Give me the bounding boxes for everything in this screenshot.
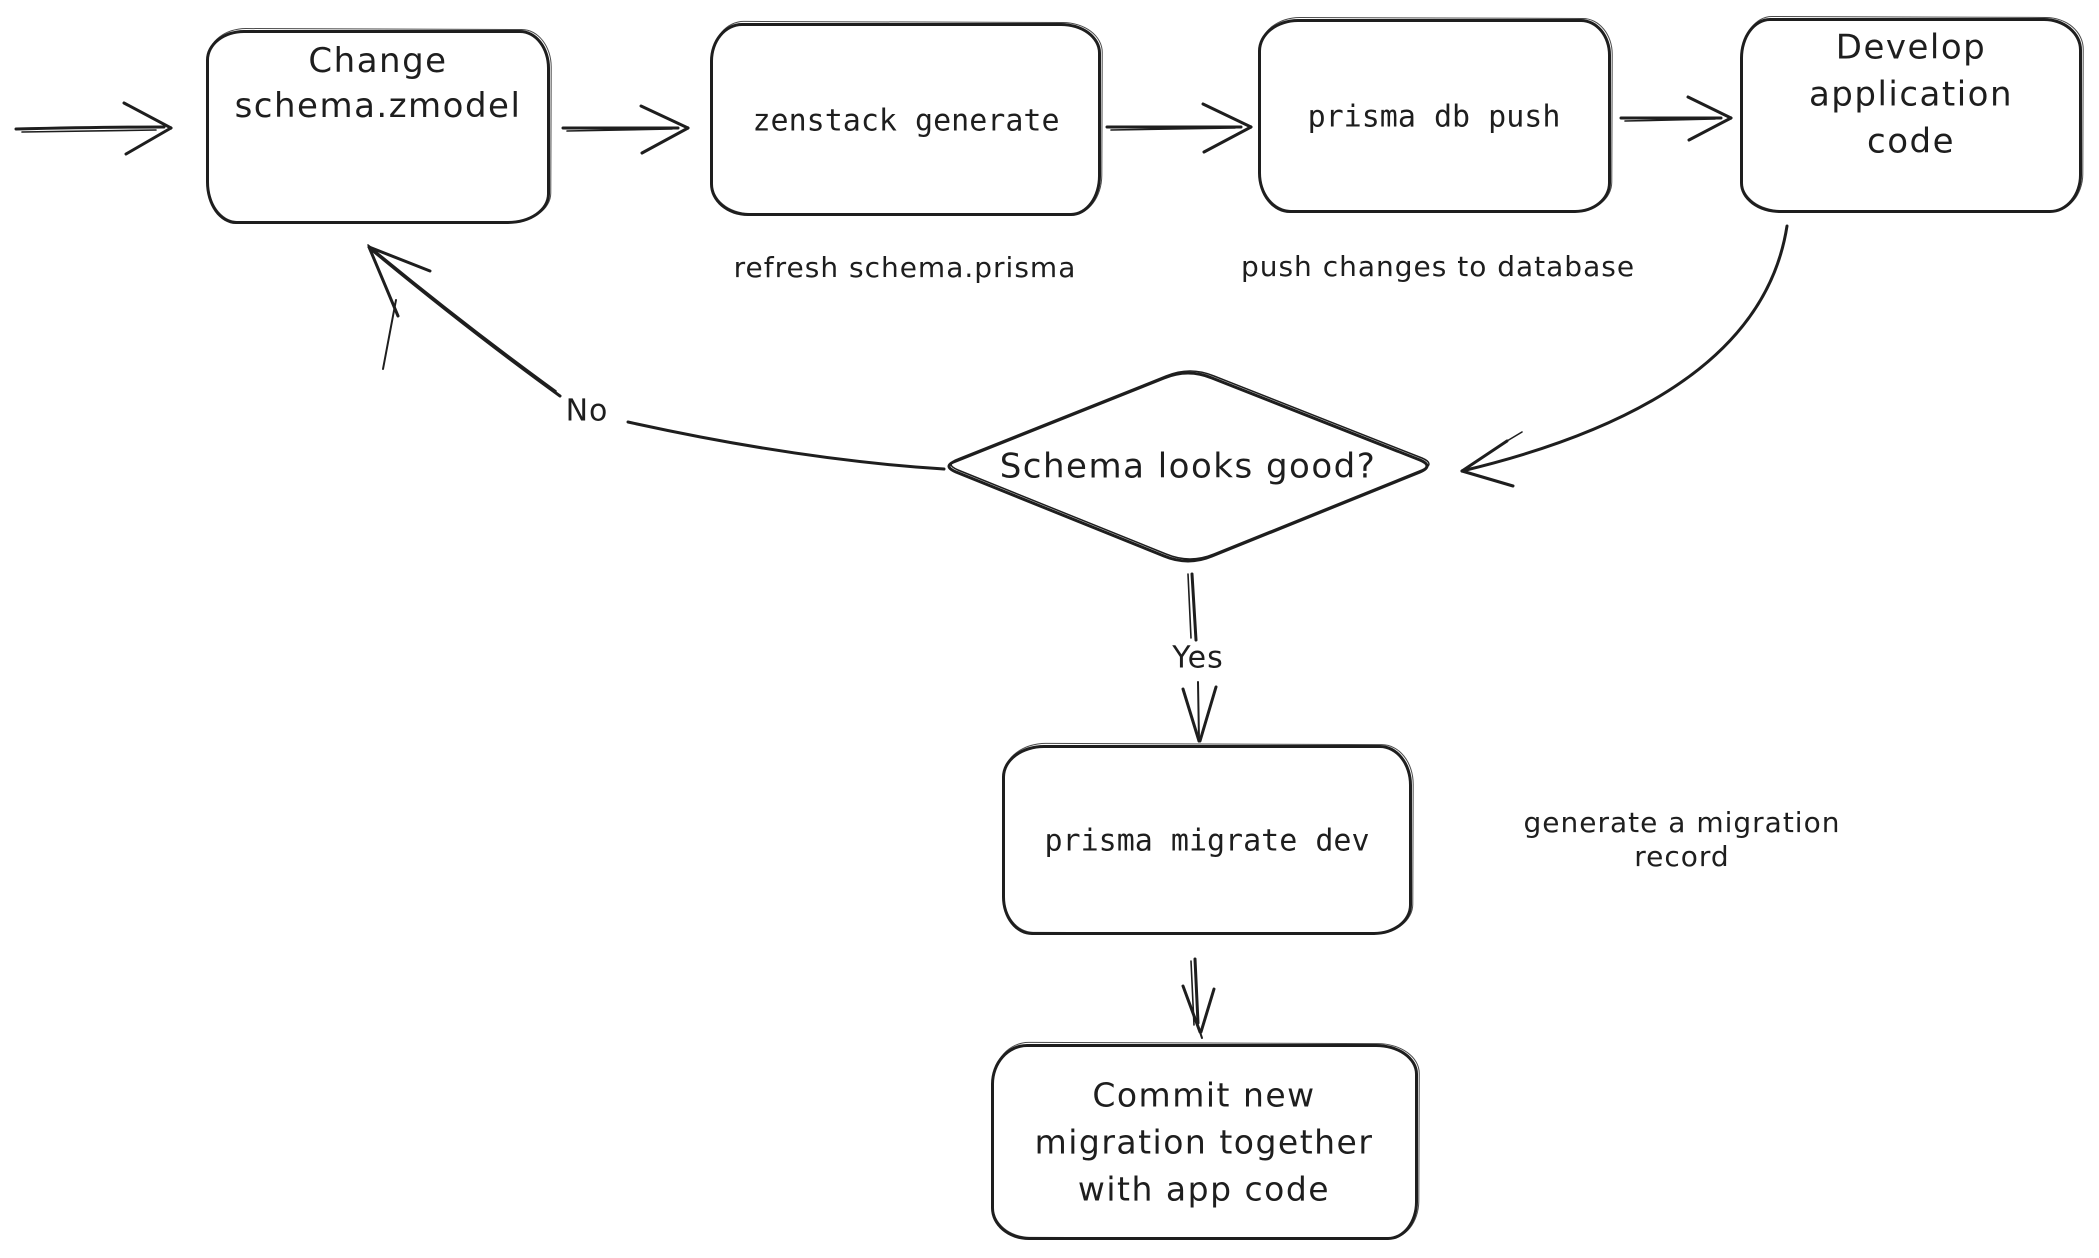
edge-decision-no-arrow (367, 244, 946, 471)
node-prisma-db-push (1258, 19, 1611, 213)
node-label-develop-app-code: Develop application code (1808, 27, 2014, 162)
node-label-zenstack-generate: zenstack generate (752, 103, 1060, 139)
node-commit-migration (991, 1044, 1418, 1240)
edge-label-no: No (565, 393, 609, 429)
node-change-schema (206, 30, 550, 224)
caption-refresh-schema-prisma: refresh schema.prisma (733, 251, 1077, 284)
edge-zenstack-to-dbpush-arrow (1105, 102, 1253, 154)
caption-push-changes-to-database: push changes to database (1240, 250, 1636, 283)
edge-change-to-zenstack-arrow (561, 104, 690, 155)
edge-develop-to-decision-arrow (1460, 224, 1789, 488)
node-label-schema-looks-good: Schema looks good? (999, 446, 1377, 487)
node-label-commit-migration: Commit new migration together with app c… (1034, 1075, 1374, 1209)
caption-generate-migration-record: generate a migration record (1523, 806, 1841, 873)
edge-decision-yes-arrow (1181, 572, 1218, 743)
edge-start-to-change-arrow (14, 101, 173, 156)
edge-label-yes: Yes (1172, 640, 1224, 676)
node-label-change-schema: Change schema.zmodel (234, 41, 522, 126)
edge-migrate-to-commit-arrow (1181, 957, 1216, 1039)
decision-diamond (947, 370, 1430, 563)
node-label-prisma-db-push: prisma db push (1307, 99, 1561, 135)
node-prisma-migrate-dev (1002, 745, 1412, 935)
node-zenstack-generate (710, 23, 1101, 216)
node-develop-app-code (1740, 18, 2082, 213)
node-label-prisma-migrate-dev: prisma migrate dev (1044, 823, 1370, 859)
edge-dbpush-to-develop-arrow (1619, 95, 1733, 142)
